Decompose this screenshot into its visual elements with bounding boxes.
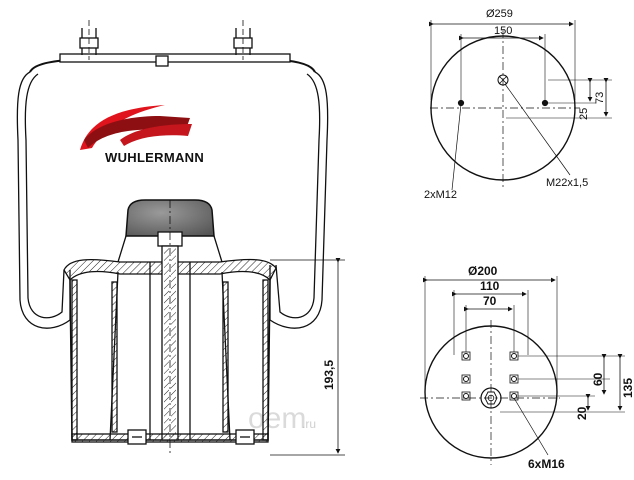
top-port-callout: M22x1,5: [546, 177, 588, 189]
base-vertical-small: 20: [575, 406, 589, 420]
top-stud-right: [233, 20, 253, 60]
base-outer-diameter: Ø200: [468, 264, 498, 278]
watermark: oem .ru: [248, 402, 316, 435]
height-dimension: [270, 258, 345, 456]
top-outer-diameter: Ø259: [486, 8, 513, 20]
top-stud-hole-right: [541, 99, 549, 107]
bellows-outer: [16, 71, 71, 329]
bottom-view: [420, 276, 625, 465]
piston-cone: [117, 235, 223, 263]
base-vertical-large: 135: [621, 378, 634, 398]
bellows-outer-right: [269, 71, 329, 329]
bellows-inner: [24, 73, 65, 319]
base-plate: [71, 433, 269, 443]
cone-hatch-right: [222, 281, 229, 433]
top-offset-large: 73: [594, 92, 606, 104]
logo-swoosh-accent: [120, 124, 192, 146]
base-bolt-holes: [461, 351, 519, 401]
top-stud-callout: 2xM12: [424, 189, 457, 201]
base-center-nut: [480, 387, 502, 409]
center-bolt: [157, 200, 183, 455]
brand-name: WUHLERMANN: [105, 150, 204, 165]
cone-hatch-left: [111, 281, 118, 433]
brand-logo: WUHLERMANN: [80, 105, 204, 165]
top-bolt-spacing: 150: [494, 25, 512, 37]
watermark-suffix: .ru: [302, 417, 316, 431]
base-vertical-mid: 60: [591, 372, 605, 386]
shell-hatch-left: [71, 279, 78, 441]
top-plate-body: [59, 53, 291, 63]
top-view: [429, 20, 612, 191]
top-air-port: [497, 74, 509, 86]
height-label: 193,5: [322, 360, 336, 390]
base-spacing-large: 110: [480, 279, 500, 293]
bellows-inner-right: [275, 73, 321, 319]
air-port: [155, 55, 169, 67]
top-stud-left: [79, 20, 99, 60]
watermark-text: oem: [248, 402, 306, 435]
logo-swoosh-dark: [84, 116, 190, 148]
side-section-view: [16, 20, 329, 455]
base-spacing-small: 70: [483, 294, 497, 308]
top-offset-small: 25: [578, 108, 590, 120]
shell-hatch-right: [262, 279, 269, 441]
base-hole-callout: 6xM16: [528, 457, 565, 471]
